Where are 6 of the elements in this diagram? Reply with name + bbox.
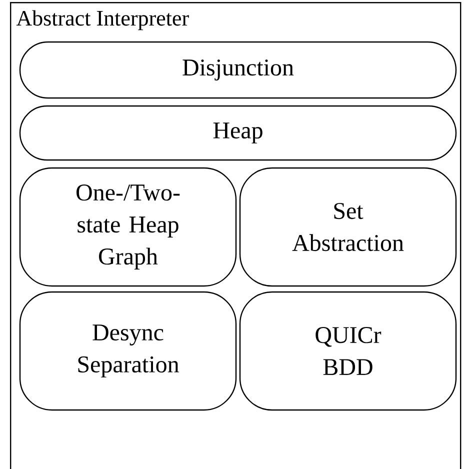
component-box: Disjunction — [19, 41, 457, 99]
component-box: QUICr BDD — [239, 291, 457, 411]
component-box: Desync Separation — [19, 291, 237, 411]
component-box: Heap — [19, 105, 457, 161]
component-box: One-/Two-state Heap Graph — [19, 167, 237, 287]
component-box: Set Abstraction — [239, 167, 457, 287]
